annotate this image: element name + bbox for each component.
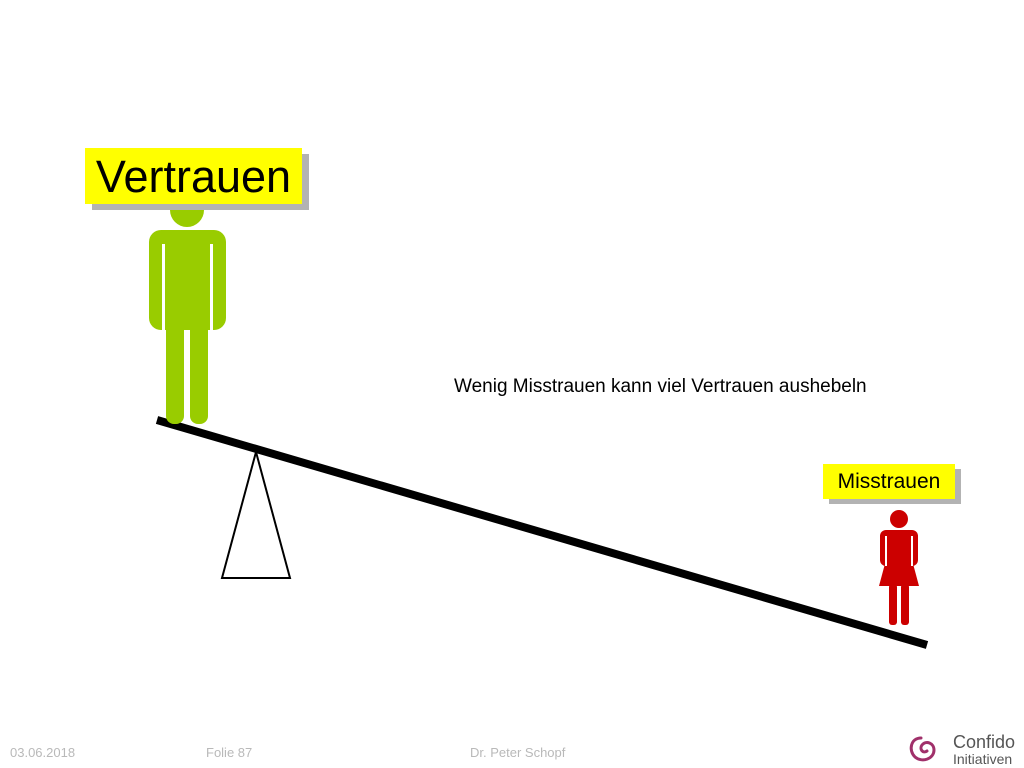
trust-figure-icon xyxy=(149,193,226,424)
logo-text-initiativen: Initiativen xyxy=(953,751,1013,767)
spiral-icon xyxy=(909,736,936,762)
footer-slide-number: Folie 87 xyxy=(206,745,253,760)
distrust-label: Misstrauen xyxy=(823,464,955,499)
fulcrum xyxy=(220,448,292,579)
distrust-figure-icon xyxy=(879,510,919,625)
confido-logo xyxy=(909,736,936,762)
footer-date: 03.06.2018 xyxy=(10,745,76,760)
logo-text-confido: Confido xyxy=(953,732,1016,752)
diagram-caption: Wenig Misstrauen kann viel Vertrauen aus… xyxy=(454,376,867,397)
seesaw-beam xyxy=(155,416,929,649)
trust-label: Vertrauen xyxy=(85,148,302,204)
footer-author: Dr. Peter Schopf xyxy=(470,745,566,760)
